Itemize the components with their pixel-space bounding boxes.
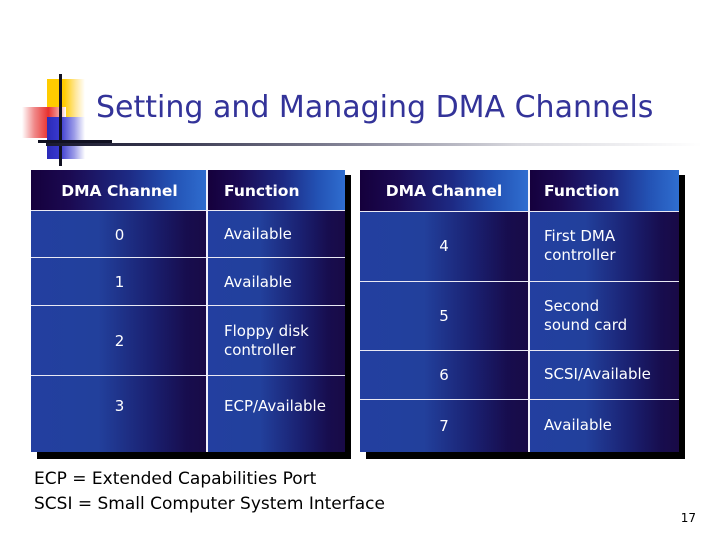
- row-divider: [31, 210, 345, 211]
- row-divider: [360, 399, 679, 400]
- cell-function: Available: [528, 399, 679, 452]
- page-number: 17: [680, 511, 696, 525]
- cell-function: SCSI/Available: [528, 350, 679, 399]
- page-title: Setting and Managing DMA Channels: [96, 90, 654, 125]
- column-header-function: Function: [528, 170, 679, 211]
- title-divider: [46, 143, 702, 146]
- row-divider: [360, 281, 679, 282]
- cell-channel: 7: [360, 399, 528, 452]
- cell-channel: 2: [31, 306, 208, 376]
- cell-function: Second sound card: [528, 281, 679, 350]
- logo-blue-square: [47, 117, 85, 159]
- table-row[interactable]: 6 SCSI/Available: [360, 350, 679, 399]
- row-divider: [31, 257, 345, 258]
- column-header-dma-channel: DMA Channel: [360, 170, 528, 211]
- column-header-function: Function: [208, 170, 345, 211]
- table-row[interactable]: 3 ECP/Available: [31, 376, 345, 452]
- cell-channel: 4: [360, 211, 528, 281]
- row-divider: [31, 375, 345, 376]
- cell-channel: 1: [31, 258, 208, 306]
- footnote-scsi: SCSI = Small Computer System Interface: [34, 493, 385, 514]
- cell-function: ECP/Available: [208, 376, 345, 452]
- footnote-ecp: ECP = Extended Capabilities Port: [34, 469, 317, 489]
- row-divider: [31, 305, 345, 306]
- row-divider: [360, 211, 679, 212]
- cell-channel: 5: [360, 281, 528, 350]
- cell-function: Available: [208, 211, 345, 258]
- column-header-dma-channel: DMA Channel: [31, 170, 208, 211]
- table-row[interactable]: 5 Second sound card: [360, 281, 679, 350]
- cell-function: Available: [208, 258, 345, 306]
- column-divider: [528, 170, 530, 452]
- logo-horizontal-line: [38, 140, 112, 143]
- cell-function: First DMA controller: [528, 211, 679, 281]
- table-row[interactable]: 0 Available: [31, 211, 345, 258]
- table-row[interactable]: 2 Floppy disk controller: [31, 306, 345, 376]
- slide-logo-mark: [18, 74, 114, 166]
- table-header-row: DMA Channel Function: [31, 170, 345, 211]
- cell-channel: 6: [360, 350, 528, 399]
- table-row[interactable]: 1 Available: [31, 258, 345, 306]
- dma-table-right: DMA Channel Function 4 First DMA control…: [360, 170, 679, 452]
- row-divider: [360, 350, 679, 351]
- table-header-row: DMA Channel Function: [360, 170, 679, 211]
- cell-function: Floppy disk controller: [208, 306, 345, 376]
- cell-channel: 0: [31, 211, 208, 258]
- logo-vertical-line: [59, 74, 62, 166]
- table-row[interactable]: 4 First DMA controller: [360, 211, 679, 281]
- table-row[interactable]: 7 Available: [360, 399, 679, 452]
- footnote-legend: ECP = Extended Capabilities Port SCSI = …: [34, 467, 385, 516]
- cell-channel: 3: [31, 376, 208, 452]
- dma-table-left: DMA Channel Function 0 Available 1 Avail…: [31, 170, 345, 452]
- column-divider: [206, 170, 208, 452]
